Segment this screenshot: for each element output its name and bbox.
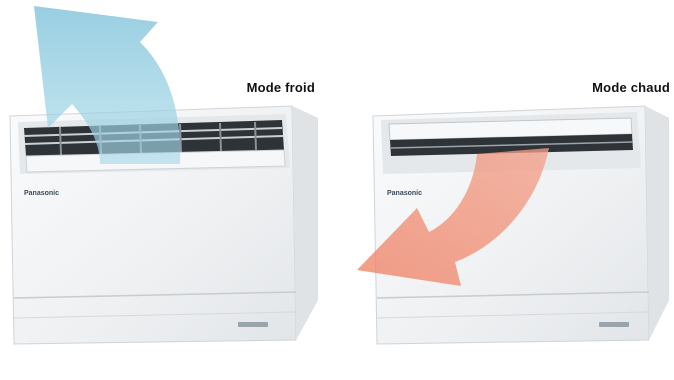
hot-mode-panel: Panasonic Mode chaud: [337, 0, 674, 380]
hot-mode-unit-illustration: Panasonic: [337, 0, 674, 380]
status-indicator: [238, 322, 268, 327]
air-outlet-grille-closed: [389, 118, 633, 156]
brand-logo-text: Panasonic: [387, 190, 422, 197]
hot-mode-label: Mode chaud: [592, 80, 670, 95]
cold-mode-unit-illustration: Panasonic: [0, 0, 337, 380]
brand-logo-text: Panasonic: [24, 190, 59, 197]
status-indicator: [599, 322, 629, 327]
cold-mode-label: Mode froid: [247, 80, 315, 95]
cold-mode-panel: Panasonic Mode froid: [0, 0, 337, 380]
